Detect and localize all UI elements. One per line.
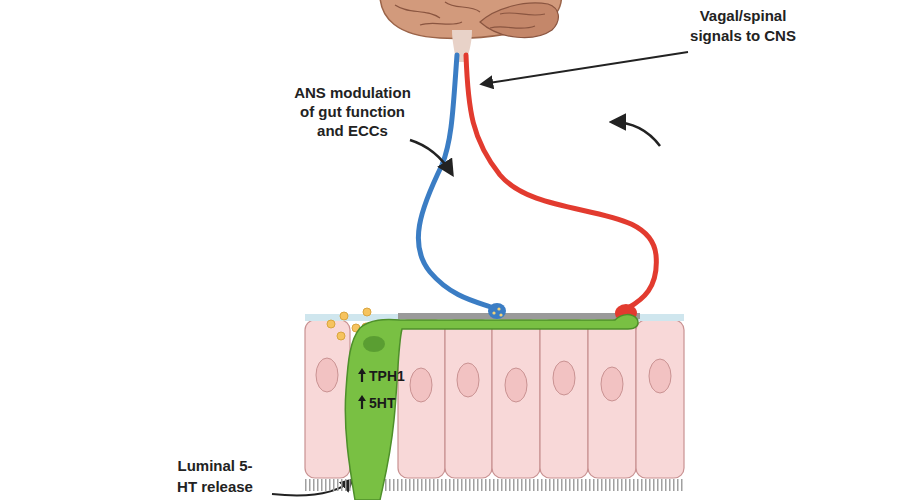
cell-shape [345,315,638,500]
lamina-band [398,313,640,319]
annotation-label: ANS modulation of gut function and ECCs [290,83,415,140]
brain-folds [395,2,545,28]
epithelial-cell [305,320,350,478]
epithelial-cell [445,320,492,478]
cell-text: 5HT [369,395,395,411]
epithelial-cell [588,320,636,478]
cell-nucleus [316,358,338,392]
annotation-label: Vagal/spinal signals to CNS [683,6,803,46]
serotonin-granule [337,332,345,340]
epithelial-cell [636,320,684,478]
cell-nucleus [410,368,432,402]
cerebellum [480,3,558,38]
leader-arrow [482,52,688,84]
serotonin-granule [363,308,371,316]
cell-body [345,315,638,500]
cell-text: TPH1 [369,368,405,384]
leader-arrow [272,480,352,495]
cell-nucleus [505,368,527,402]
annotation-label: Luminal 5-HT release [169,455,261,497]
cell-nucleus [457,363,479,397]
cell-nucleus [601,367,623,401]
afferent-nerve [466,55,656,308]
epithelial-cell [398,320,445,478]
vesicle [492,311,495,314]
increase-arrow-head [358,368,366,374]
nerve-terminal [488,303,506,319]
cell-nucleus [363,336,385,352]
cell-nucleus [649,359,671,393]
efferent-nerve [418,55,494,308]
basal-membrane [638,314,684,321]
epithelial-cell [540,320,588,478]
direction-arrow [612,122,660,146]
serotonin-granule [340,312,348,320]
vesicle [497,307,500,310]
serotonin-granule [327,320,335,328]
cell-nucleus [553,361,575,395]
direction-arrow [410,140,452,174]
enterochromaffin-cell: TPH1 5HT [335,300,645,500]
brain [380,0,561,62]
vesicle [499,313,502,316]
epithelial-cell [492,320,540,478]
increase-arrow-head [358,395,366,401]
